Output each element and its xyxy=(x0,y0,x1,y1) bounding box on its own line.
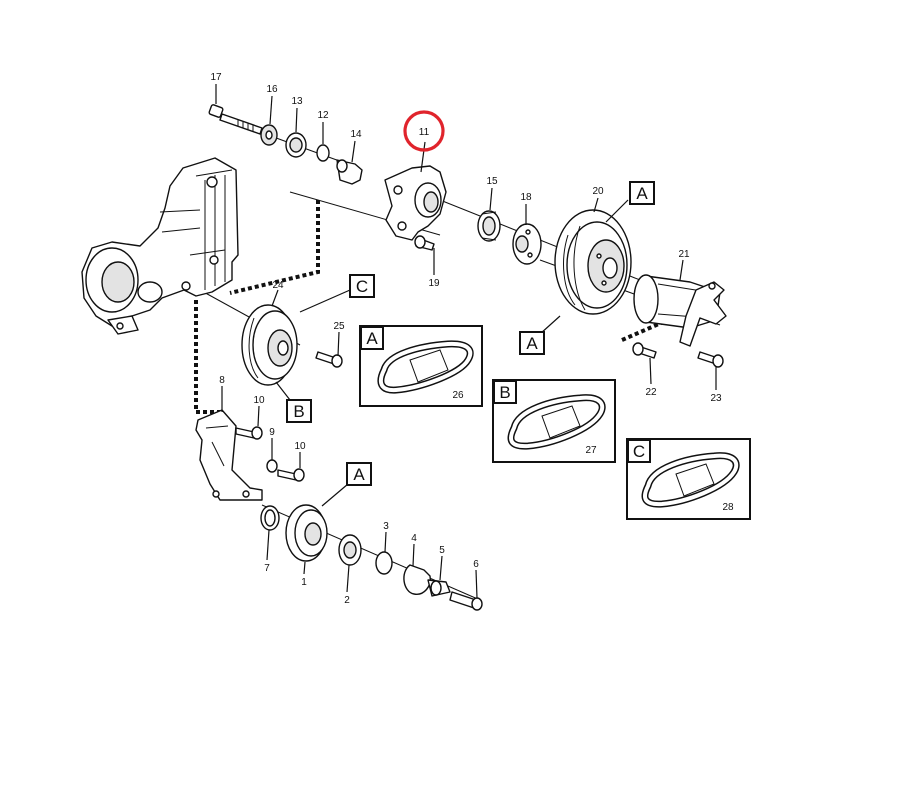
bolts-22-23 xyxy=(632,342,724,368)
label-part-2: 2 xyxy=(344,595,350,606)
lower-idler-stack xyxy=(260,504,483,611)
pump-housing xyxy=(81,157,239,335)
label-part-23: 23 xyxy=(710,393,722,404)
callout-a-bottom: A xyxy=(321,462,372,507)
label-part-12: 12 xyxy=(317,110,329,121)
belt-box-b: B 27 xyxy=(492,379,616,463)
label-part-25: 25 xyxy=(333,321,345,332)
label-part-1: 1 xyxy=(301,577,307,588)
label-part-10-upper: 10 xyxy=(253,395,265,406)
label-part-6: 6 xyxy=(473,559,479,570)
svg-text:C: C xyxy=(356,277,368,296)
pulley-20 xyxy=(554,209,632,315)
part-labels: 17 16 13 12 14 11 15 18 20 19 21 22 23 2… xyxy=(210,72,722,606)
belt-box-a: A 26 xyxy=(359,325,483,407)
belt-box-a-letter: A xyxy=(366,329,378,348)
pulley-24 xyxy=(241,304,298,386)
label-part-10-lower: 10 xyxy=(294,441,306,452)
callout-a-top: A xyxy=(605,181,655,223)
label-part-15: 15 xyxy=(486,176,498,187)
belt-box-b-part: 27 xyxy=(585,445,597,456)
belt-box-c: C 28 xyxy=(626,438,751,520)
label-part-20: 20 xyxy=(592,186,604,197)
label-part-17: 17 xyxy=(210,72,222,83)
part-leaders xyxy=(215,84,717,599)
label-part-22: 22 xyxy=(645,387,657,398)
bearing-15 xyxy=(477,210,501,242)
label-part-3: 3 xyxy=(383,521,389,532)
highlight-ring-part-11 xyxy=(403,110,445,152)
cover-21 xyxy=(633,274,727,347)
belt-box-b-letter: B xyxy=(499,383,510,402)
label-part-21: 21 xyxy=(678,249,690,260)
belt-box-c-letter: C xyxy=(633,442,645,461)
label-part-18: 18 xyxy=(520,192,532,203)
bolts-9-10 xyxy=(235,426,305,482)
callout-c-pulley: C xyxy=(299,274,375,313)
callout-a-mid: A xyxy=(519,315,561,355)
label-part-14: 14 xyxy=(350,129,362,140)
label-part-4: 4 xyxy=(411,533,417,544)
belt-box-a-part: 26 xyxy=(452,390,464,401)
svg-text:A: A xyxy=(636,184,648,203)
label-part-9: 9 xyxy=(269,427,275,438)
part-11-housing xyxy=(384,165,447,241)
label-part-11: 11 xyxy=(419,127,430,138)
callout-b-pulley: B xyxy=(275,381,312,423)
label-part-19: 19 xyxy=(428,278,440,289)
svg-text:A: A xyxy=(526,334,538,353)
svg-text:A: A xyxy=(353,465,365,484)
upper-bolt-stack xyxy=(208,104,363,185)
hub-18 xyxy=(512,223,542,265)
belt-box-c-part: 28 xyxy=(722,502,734,513)
label-part-13: 13 xyxy=(291,96,303,107)
bolt-19 xyxy=(414,235,435,251)
bracket-8 xyxy=(195,409,263,501)
label-part-7: 7 xyxy=(264,563,270,574)
label-part-24: 24 xyxy=(272,280,284,291)
label-part-16: 16 xyxy=(266,84,278,95)
bolt-25 xyxy=(315,351,343,368)
svg-text:B: B xyxy=(293,402,304,421)
label-part-5: 5 xyxy=(439,545,445,556)
label-part-8: 8 xyxy=(219,375,225,386)
